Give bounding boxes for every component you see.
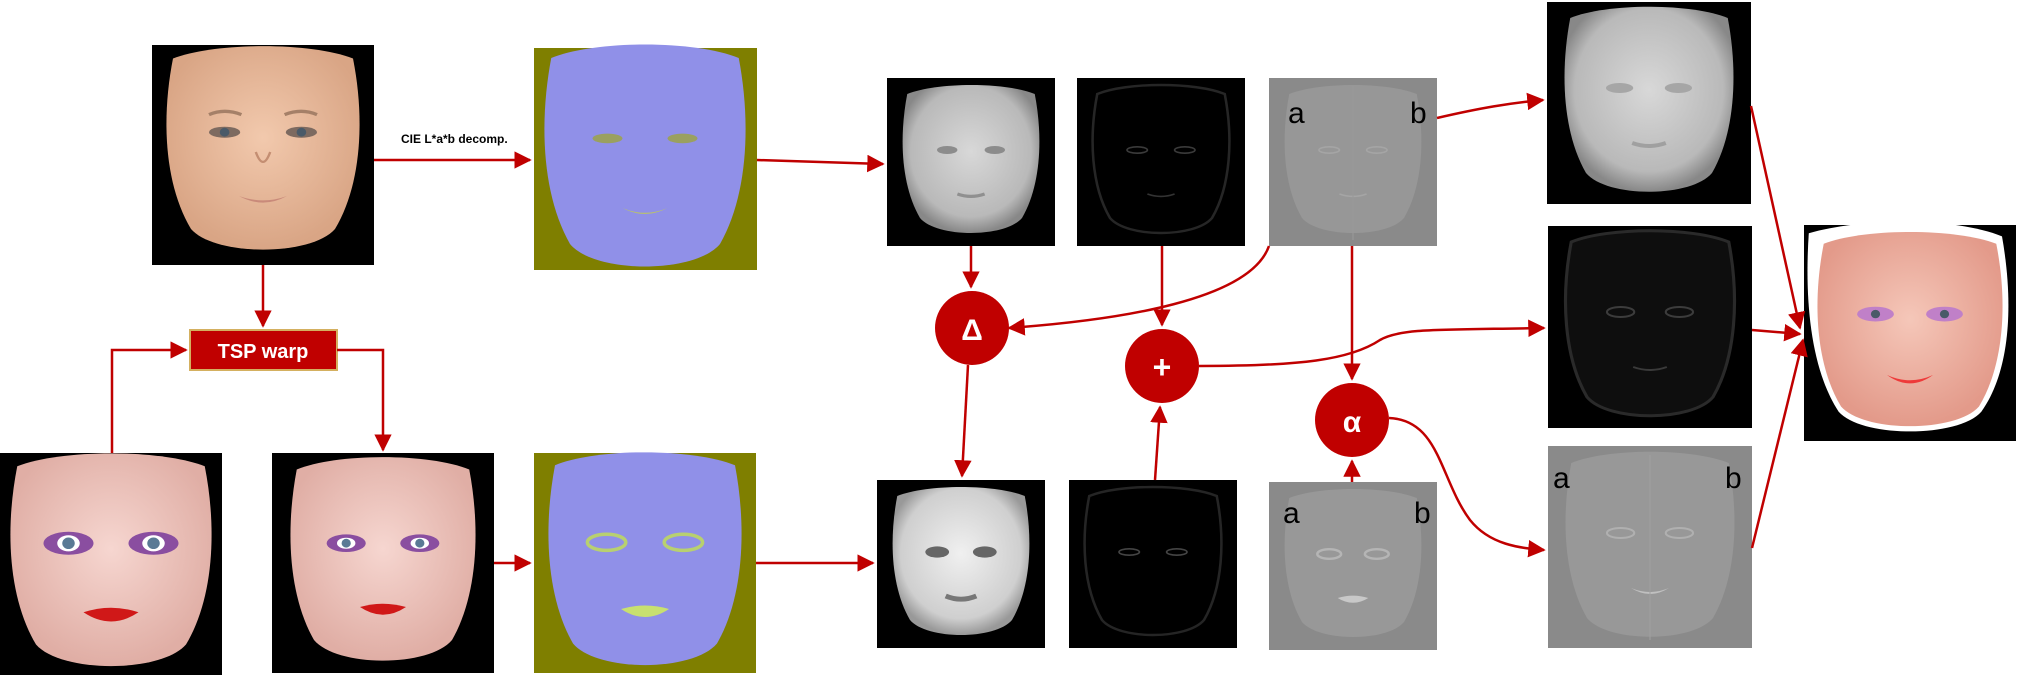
arrow-ab-top-to-delta: [1007, 245, 1271, 336]
source-face-image: [152, 45, 374, 265]
output-color-ab-image: [1548, 446, 1752, 648]
tsp-warp-box: TSP warp: [189, 329, 338, 371]
detail-layer-bottom-image: [1069, 480, 1237, 648]
delta-operator-node: Δ: [935, 291, 1009, 365]
color-ab-top-image: [1269, 78, 1437, 246]
arrow-output-l-to-result: [1749, 105, 1806, 330]
alpha-symbol: α: [1343, 406, 1362, 439]
arrow-plus-to-output-detail: [1198, 319, 1546, 368]
warped-reference-face-image: [272, 453, 494, 673]
arrow-alpha-to-output-ab: [1388, 416, 1546, 558]
output-detail-image: [1548, 226, 1752, 428]
lightness-base-bottom-image: [877, 480, 1045, 648]
arrow-tsp-to-warped: [337, 348, 392, 452]
lightness-base-top-image: [887, 78, 1055, 246]
flow-arrows: [110, 92, 1808, 572]
tsp-warp-label: TSP warp: [218, 341, 309, 363]
arrow-output-detail-to-result: [1751, 323, 1802, 342]
b-channel-label-output: b: [1725, 462, 1742, 495]
arrow-delta-to-l-bottom: [954, 364, 972, 478]
lab-decomposition-top-image: [534, 44, 757, 270]
color-ab-bottom-image: [1269, 482, 1437, 650]
output-lightness-image: [1547, 2, 1751, 204]
lab-decomposition-bottom-image: [534, 452, 756, 673]
b-channel-label-bottom: b: [1414, 497, 1431, 530]
a-channel-label-output: a: [1553, 462, 1570, 495]
arrow-detail-bottom-to-plus: [1150, 405, 1168, 481]
result-face-image: [1804, 221, 2016, 441]
a-channel-label-top: a: [1288, 97, 1305, 130]
arrow-lab-top-to-l: [756, 154, 885, 173]
detail-layer-top-image: [1077, 78, 1245, 246]
arrow-ab-top-to-output-l: [1436, 92, 1545, 120]
arrow-reference-to-tsp: [110, 341, 188, 453]
plus-symbol: +: [1153, 349, 1172, 385]
delta-symbol: Δ: [961, 314, 983, 347]
a-channel-label-bottom: a: [1283, 497, 1300, 530]
b-channel-label-top: b: [1410, 97, 1427, 130]
lab-decomposition-label: CIE L*a*b decomp.: [401, 132, 508, 146]
plus-operator-node: +: [1125, 329, 1199, 403]
alpha-operator-node: α: [1315, 383, 1389, 457]
reference-makeup-face-image: [0, 453, 222, 675]
arrow-output-ab-to-result: [1750, 338, 1808, 549]
